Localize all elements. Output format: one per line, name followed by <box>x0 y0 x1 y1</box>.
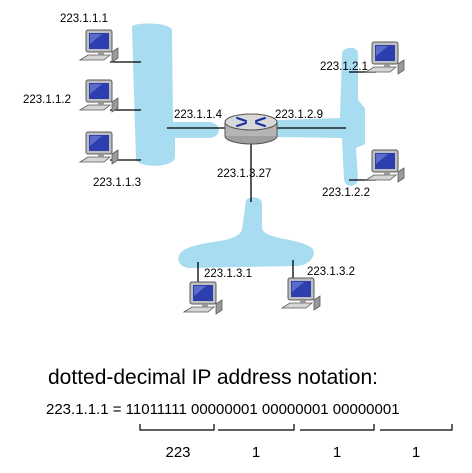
computer-icon <box>365 149 405 183</box>
subnet-223-1-1 <box>132 23 219 166</box>
host-label: 223.1.2.2 <box>322 187 370 199</box>
host-label: 223.1.3.2 <box>307 266 355 278</box>
host-label: 223.1.1.3 <box>93 177 141 189</box>
router-interface-label: 223.1.2.9 <box>275 109 323 121</box>
computer-icon <box>365 41 405 75</box>
host-label: 223.1.2.1 <box>320 61 368 73</box>
octet-value: 1 <box>412 444 420 461</box>
octet-brace <box>300 424 375 431</box>
address-binary-line: 223.1.1.1 = 11011111 00000001 00000001 0… <box>46 401 400 418</box>
host-label: 223.1.1.2 <box>23 94 71 106</box>
host-label: 223.1.1.1 <box>60 13 108 25</box>
octet-brace <box>139 424 215 431</box>
octet-value: 223 <box>165 444 190 461</box>
octet-brace <box>218 424 295 431</box>
router-interface-label: 223.1.1.4 <box>174 109 223 121</box>
notation-title: dotted-decimal IP address notation: <box>48 366 378 389</box>
computer-icon <box>79 29 119 63</box>
computer-icon <box>183 281 223 315</box>
octet-value: 1 <box>252 444 260 461</box>
subnet-223-1-2 <box>269 47 365 187</box>
computer-icon <box>79 131 119 165</box>
router-icon <box>224 113 278 145</box>
subnet-223-1-3 <box>178 197 314 268</box>
computer-icon <box>79 79 119 113</box>
octet-brace <box>380 424 453 431</box>
router-interface-label: 223.1.3.27 <box>217 168 271 180</box>
computer-icon <box>281 277 321 311</box>
octet-value: 1 <box>333 444 341 461</box>
host-label: 223.1.3.1 <box>204 268 252 280</box>
